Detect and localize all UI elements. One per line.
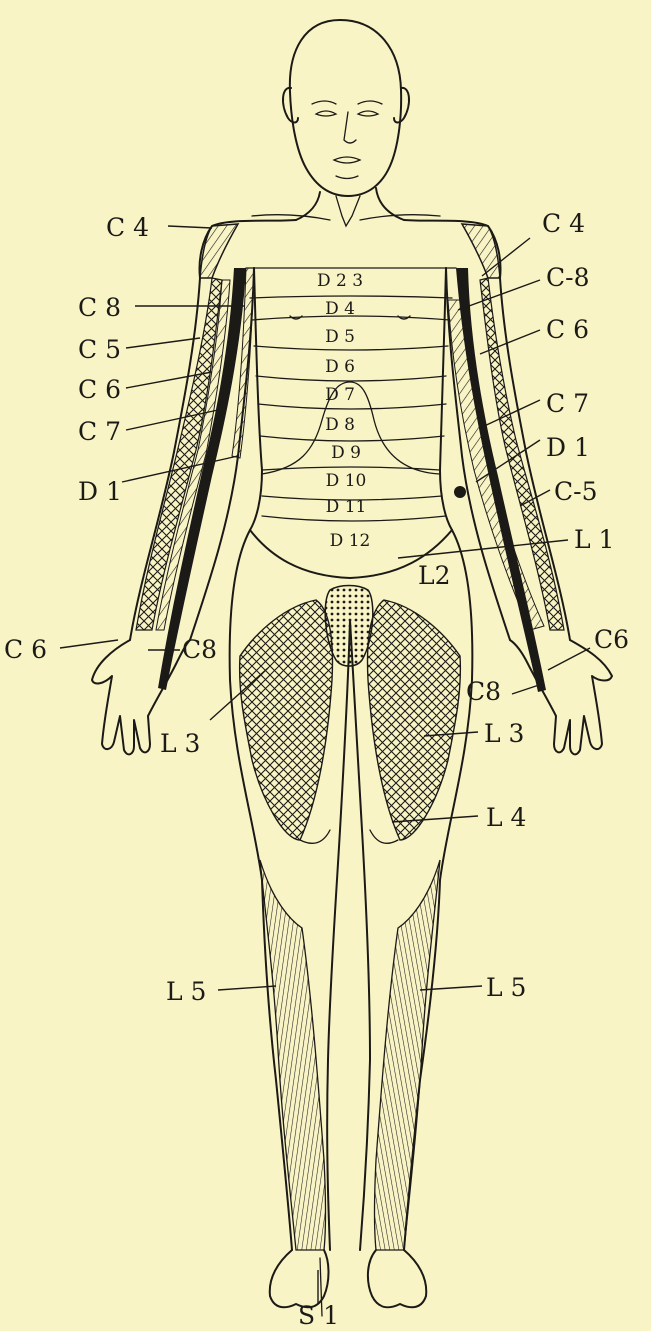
neck-and-shoulders [200, 188, 501, 278]
segment-d12: D 12 [330, 531, 371, 551]
label-c6-right-hand: C 6 [4, 635, 47, 664]
label-c8-right-side: C 8 [78, 293, 121, 322]
label-c4-left-side: C 4 [542, 209, 585, 238]
label-l3-left: L 3 [484, 719, 524, 748]
label-c6-right-side: C 6 [78, 375, 121, 404]
l5-zone-left [375, 860, 441, 1250]
segment-d8: D 8 [325, 415, 355, 435]
head [283, 20, 409, 196]
l3-zone-left [368, 600, 461, 840]
label-l4: L 4 [486, 803, 526, 832]
label-l1: L 1 [574, 525, 614, 554]
l3-zone-right [240, 600, 333, 840]
label-c6-left-hand: C6 [594, 625, 629, 654]
label-c7-right-side: C 7 [78, 417, 121, 446]
segment-d11: D 11 [326, 497, 367, 517]
genitals [325, 586, 373, 667]
label-c5-left-side: C-5 [554, 477, 597, 506]
label-c8-left-side: C-8 [546, 263, 589, 292]
label-l3-right: L 3 [160, 729, 200, 758]
label-d1-right-side: D 1 [78, 477, 122, 506]
segment-d23: D 2 3 [317, 271, 363, 291]
label-s1: S 1 [298, 1301, 339, 1330]
segment-d5: D 5 [325, 327, 355, 347]
label-d1-left-side: D 1 [546, 433, 590, 462]
label-c8-right-hand: C8 [182, 635, 217, 664]
l5-zone-right [260, 860, 326, 1250]
label-l2: L2 [418, 561, 451, 590]
label-c4-right-side: C 4 [106, 213, 149, 242]
label-c8-left-hand: C8 [466, 677, 501, 706]
segment-d9: D 9 [331, 443, 361, 463]
c4-zone-right [200, 224, 238, 278]
label-l5-left: L 5 [486, 973, 526, 1002]
legs [230, 530, 473, 1316]
segment-d4: D 4 [325, 299, 355, 319]
segment-d10: D 10 [326, 471, 367, 491]
label-l5-right: L 5 [166, 977, 206, 1006]
label-c7-left-side: C 7 [546, 389, 589, 418]
segment-d6: D 6 [325, 357, 355, 377]
segment-d7: D 7 [325, 385, 355, 405]
label-c6-left-side: C 6 [546, 315, 589, 344]
label-c5-right-side: C 5 [78, 335, 121, 364]
